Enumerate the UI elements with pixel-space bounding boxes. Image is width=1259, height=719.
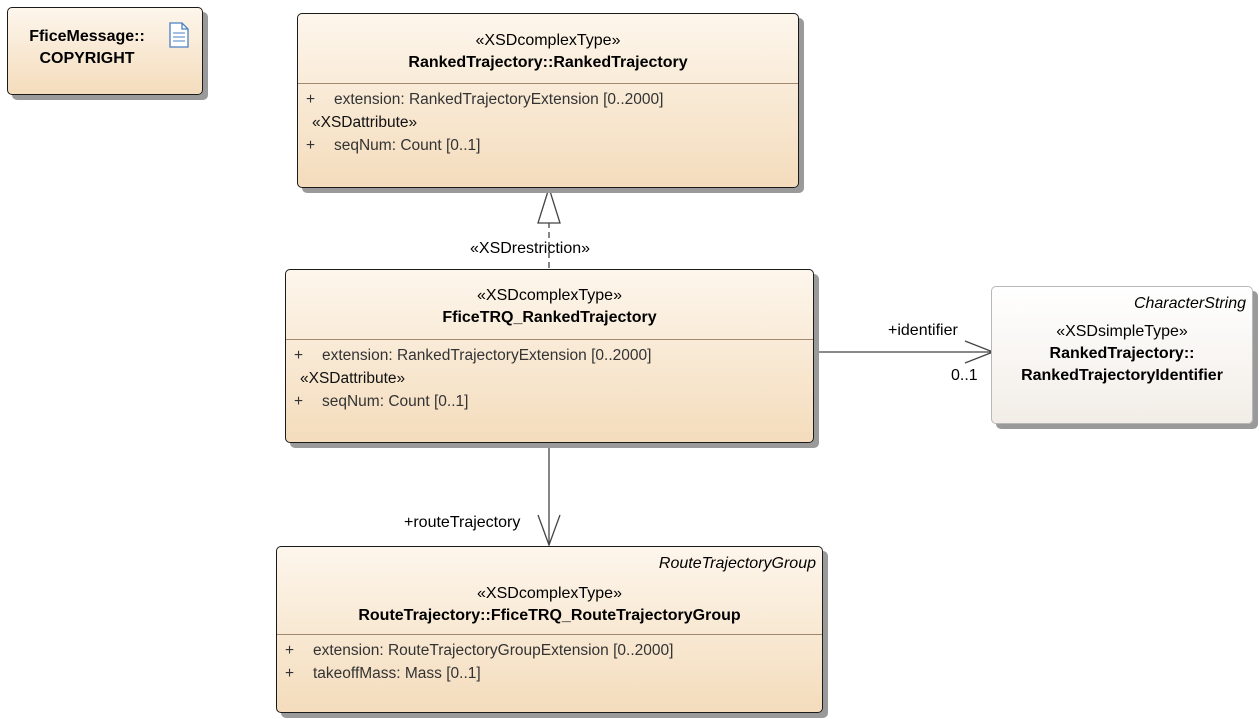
attribute-row: +extension: RankedTrajectoryExtension [0…: [294, 347, 652, 364]
class-name-line1: RankedTrajectory::: [1049, 345, 1195, 362]
class-name-line2: RankedTrajectoryIdentifier: [1021, 367, 1223, 384]
copyright-name: COPYRIGHT: [39, 50, 135, 67]
attribute-row: +extension: RankedTrajectoryExtension [0…: [306, 91, 664, 108]
restriction-label: «XSDrestriction»: [470, 240, 591, 257]
fficetrq-ranked-trajectory-class[interactable]: «XSDcomplexType» FficeTRQ_RankedTrajecto…: [285, 269, 814, 443]
class-tag: RouteTrajectoryGroup: [658, 555, 816, 572]
class-stereotype: «XSDsimpleType»: [1056, 323, 1188, 340]
attribute-row: +seqNum: Count [0..1]: [294, 393, 469, 410]
copyright-box[interactable]: FficeMessage:: COPYRIGHT: [7, 7, 203, 95]
class-stereotype: «XSDcomplexType»: [477, 585, 622, 602]
attribute-row: +takeoffMass: Mass [0..1]: [285, 665, 481, 682]
ranked-trajectory-class[interactable]: «XSDcomplexType» RankedTrajectory::Ranke…: [297, 13, 799, 188]
identifier-role: +identifier: [888, 322, 958, 339]
attribute-row: +extension: RouteTrajectoryGroupExtensio…: [285, 642, 674, 659]
attribute-stereotype: «XSDattribute»: [312, 114, 418, 131]
class-stereotype: «XSDcomplexType»: [475, 32, 621, 49]
class-name: RankedTrajectory::RankedTrajectory: [408, 54, 688, 71]
route-arrowhead: [537, 514, 561, 547]
identifier-multiplicity: 0..1: [951, 367, 978, 384]
class-tag: CharacterString: [1133, 295, 1246, 312]
copyright-package: FficeMessage::: [29, 28, 145, 45]
attribute-row: +seqNum: Count [0..1]: [306, 137, 481, 154]
route-trajectory-group-class[interactable]: RouteTrajectoryGroup «XSDcomplexType» Ro…: [276, 546, 823, 713]
class-name: FficeTRQ_RankedTrajectory: [442, 309, 657, 326]
ranked-trajectory-identifier-class[interactable]: CharacterString «XSDsimpleType» RankedTr…: [991, 286, 1253, 424]
note-icon: [169, 22, 189, 48]
class-stereotype: «XSDcomplexType»: [477, 287, 622, 304]
attribute-stereotype: «XSDattribute»: [300, 370, 406, 387]
generalization-arrowhead: [537, 185, 561, 224]
class-name: RouteTrajectory::FficeTRQ_RouteTrajector…: [358, 607, 741, 624]
route-role: +routeTrajectory: [404, 514, 521, 531]
